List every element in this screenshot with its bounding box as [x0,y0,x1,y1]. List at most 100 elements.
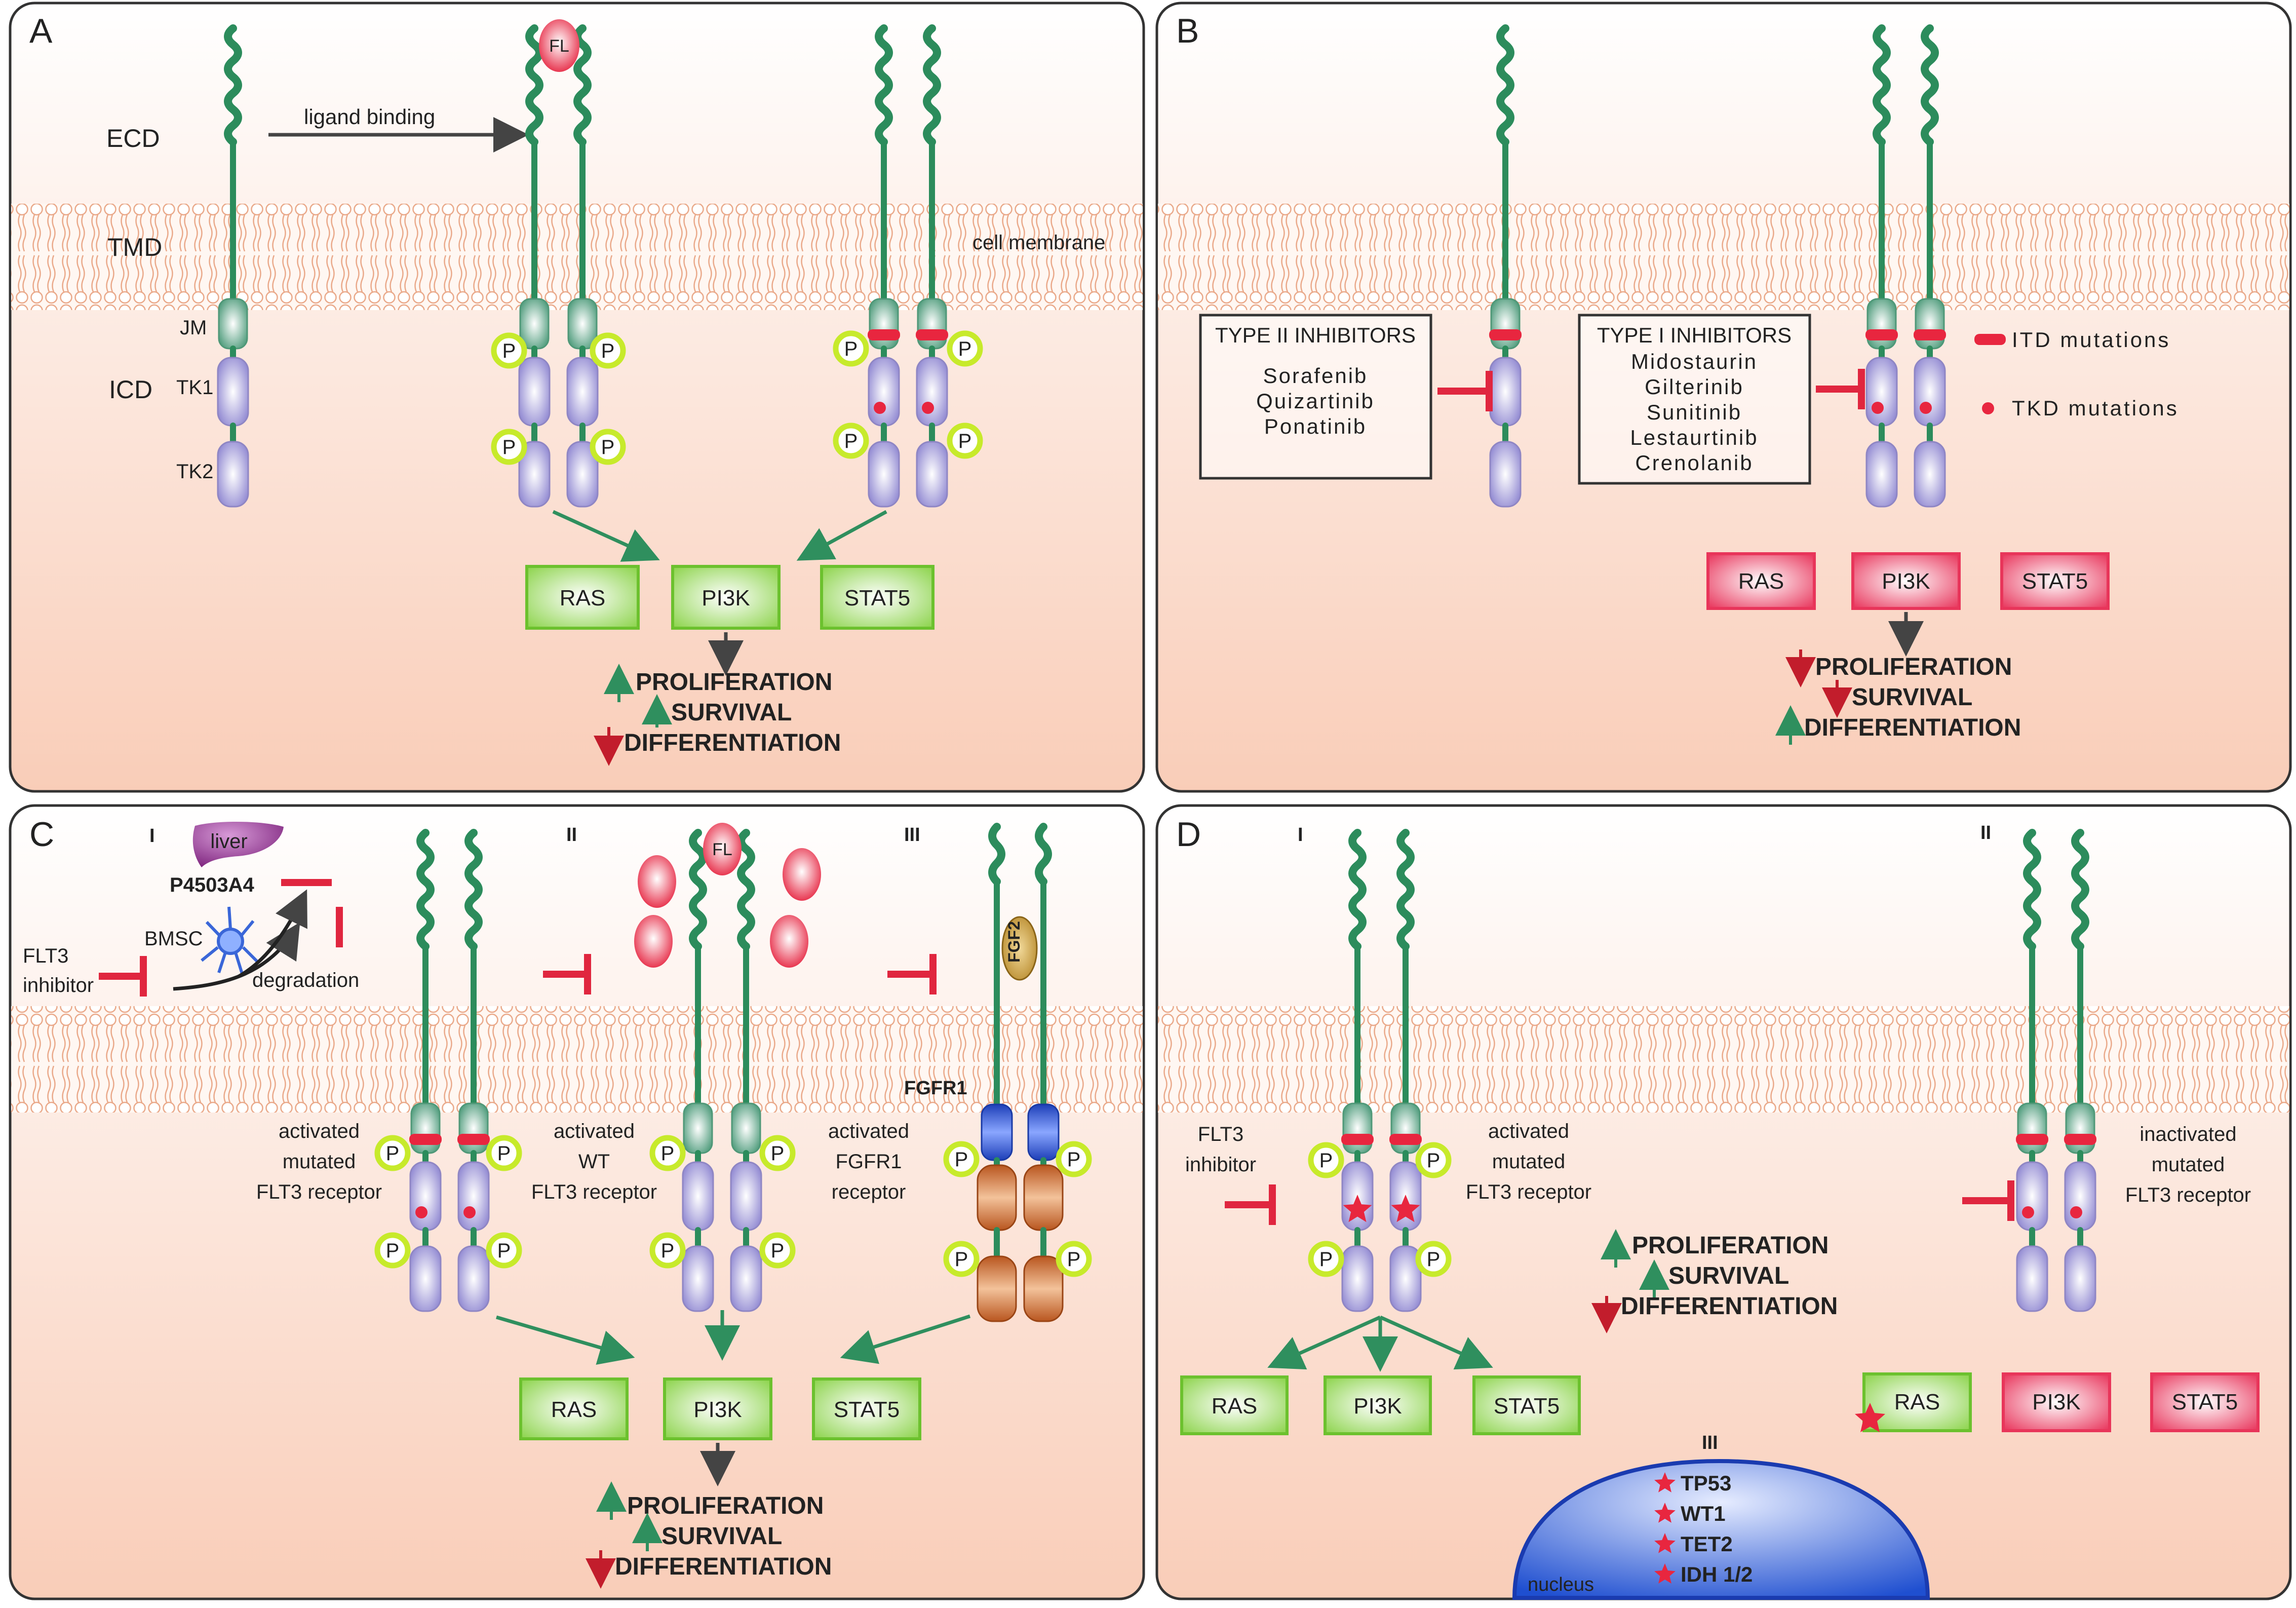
flt3-dimer-fl-bound [518,24,551,508]
tk1-label: TK1 [176,376,213,399]
flt3-itd-receptor [868,24,900,508]
phosphate-label: P [958,430,972,452]
mutated-gene-label: WT1 [1681,1502,1726,1525]
phosphate-circle [1308,1142,1344,1178]
receptor-state-label: WT [578,1151,610,1173]
extracellular-coil [1921,24,1939,146]
phosphate-label: P [955,1148,968,1171]
phospho-site: P [1415,1142,1452,1178]
tk1-domain [916,357,948,427]
itd-mutation-marker [1341,1134,1374,1145]
phosphate-label: P [661,1142,675,1165]
mutation-star-icon [1343,1195,1372,1222]
receptor-state-label: FGFR1 [835,1151,902,1173]
svg-text:PI3K: PI3K [2032,1390,2080,1414]
phosphate-circle [1056,1141,1092,1177]
phosphate-label: P [601,340,615,362]
arrow-to-pathway [840,1314,971,1364]
flt3-itd-receptor [1341,829,1374,1312]
tk2-domain [1865,441,1898,508]
panel-letter: B [1176,12,1199,50]
svg-text:Crenolanib: Crenolanib [1635,451,1753,475]
inhibition-bar [99,956,147,997]
svg-text:STAT5: STAT5 [2172,1390,2238,1414]
differentiation-label: DIFFERENTIATION [1804,714,2021,741]
section-roman-i: I [1298,824,1303,846]
type-ii-inhibitor-box: TYPE II INHIBITORS Sorafenib Quizartinib… [1199,314,1432,480]
svg-text:RAS: RAS [1738,569,1784,594]
fl-ligand: FL [703,823,742,875]
ras-box: RAS [525,565,640,630]
juxtamembrane-domain [2017,1102,2047,1154]
itd-mutation-marker [916,329,948,340]
itd-legend-marker [1974,334,2006,345]
itd-mutation-marker [868,329,900,340]
flt3-itd-receptor [409,829,442,1312]
receptor-state-label: mutated [1492,1151,1566,1173]
jm-label: JM [180,317,207,339]
cell-membrane [11,204,1143,310]
phospho-site: P [491,429,527,465]
phosphate-label: P [502,340,516,362]
phosphate-circle [947,423,983,459]
tk2-domain [1489,441,1522,508]
phosphate-label: P [1427,1150,1441,1172]
itd-mutation-marker [2016,1134,2048,1145]
tk2-domain [1914,441,1946,508]
mutation-star-icon [1391,1195,1420,1222]
phosphate-label: P [386,1142,400,1165]
flt3-inhibitor-label: FLT3 [23,945,68,967]
svg-text:Ponatinib: Ponatinib [1264,414,1367,438]
juxtamembrane-domain [410,1102,441,1154]
receptor-state-label: mutated [2152,1154,2225,1176]
tk1-domain [409,1161,442,1231]
svg-text:FGF2: FGF2 [1005,921,1023,963]
flt3-wt-receptor [682,829,714,1312]
flt3-itd-receptor [1489,24,1522,508]
phospho-site: P [1308,1241,1344,1277]
juxtamembrane-domain [1866,298,1897,350]
extracellular-coil [1396,829,1415,950]
tk2-domain [2064,1245,2096,1312]
stat5-box: STAT5 [820,565,935,630]
section-roman-iii: III [904,824,920,846]
tk2-domain [457,1245,490,1312]
phospho-site: P [590,429,626,465]
flt3-itd-receptor-inactivated [2016,829,2048,1312]
tk2-domain [1341,1245,1374,1312]
degradation-label: degradation [252,969,359,991]
receptor-state-label: activated [554,1120,635,1142]
tk2-domain [217,441,249,508]
tk2-domain [2016,1245,2048,1312]
itd-mutation-marker [1389,1134,1422,1145]
phospho-site: P [759,1232,796,1269]
survival-label: SURVIVAL [661,1523,782,1550]
flt3-itd-receptor [1865,24,1898,508]
tk2-label: TK2 [176,461,213,483]
svg-text:liver: liver [210,830,247,853]
phosphate-label: P [661,1240,675,1262]
ras-box: RAS [1180,1375,1289,1435]
proliferation-label: PROLIFERATION [1632,1232,1828,1259]
extracellular-coil [224,24,242,146]
stat5-box: STAT5 [1472,1375,1581,1435]
phosphate-circle [759,1135,796,1171]
flt3-itd-partner-inactivated [2064,829,2096,1312]
tk2-domain [566,441,599,508]
phospho-site: P [486,1232,522,1269]
phosphate-circle [1308,1241,1344,1277]
svg-text:RAS: RAS [1212,1394,1257,1419]
inhibition-bar [1437,371,1493,411]
juxtamembrane-domain [731,1102,761,1154]
phosphate-label: P [844,338,858,360]
svg-text:STAT5: STAT5 [2022,569,2088,594]
tk2-domain [682,1245,714,1312]
nucleus: nucleus [1512,1459,1930,1600]
svg-text:PI3K: PI3K [702,586,750,610]
receptor-state-label: FLT3 receptor [256,1181,382,1203]
itd-legend-label: ITD mutations [2012,328,2170,352]
mutated-gene-label: TP53 [1681,1471,1731,1495]
panel-d: D I II III P P P P FLT3 inhibitor activa… [1155,804,2292,1600]
inhibition-bar [887,954,937,994]
